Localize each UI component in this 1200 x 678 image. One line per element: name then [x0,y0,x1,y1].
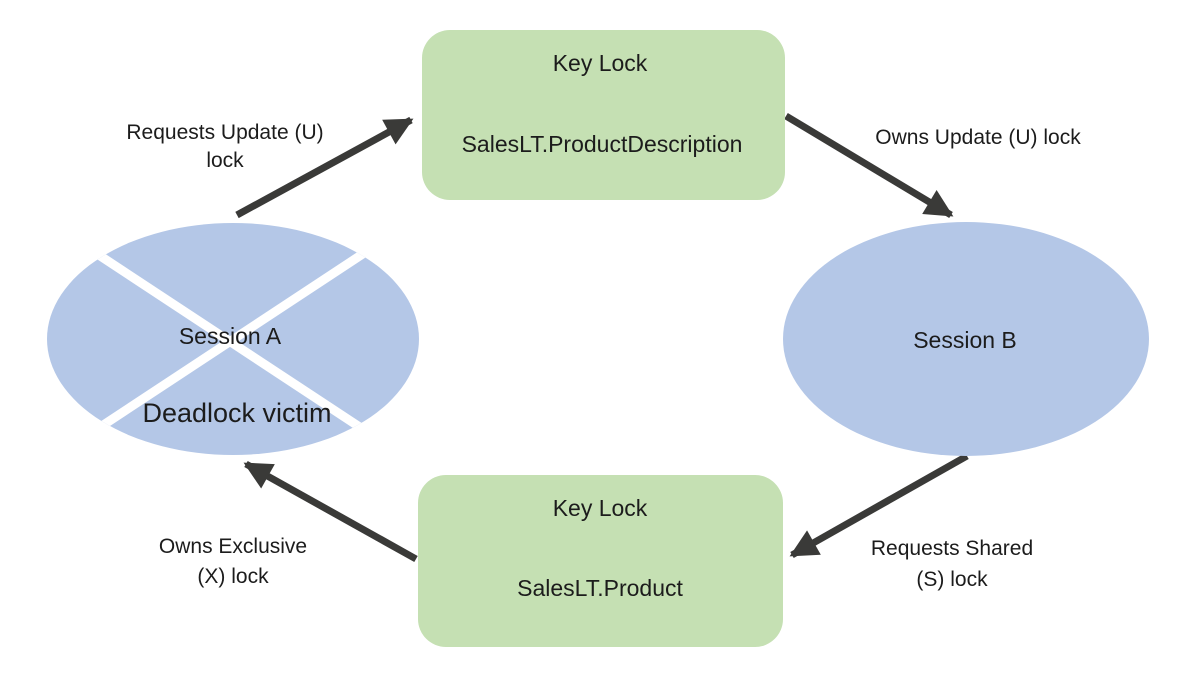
session-b-node: Session B [783,222,1149,456]
edge-lock-bottom-to-session-a: Owns Exclusive (X) lock [159,460,418,588]
arrow-lock-bottom-to-session-a [243,460,418,563]
arrow-session-a-to-lock-top [235,116,414,219]
cross-line-2 [67,228,399,451]
edge-label-requests-shared-line1: Requests Shared [871,537,1033,560]
lock-node-product: Key Lock SalesLT.Product [418,475,783,647]
deadlock-victim-label: Deadlock victim [142,398,331,428]
edge-label-requests-update-line1: Requests Update (U) [126,121,323,144]
lock-node-title: Key Lock [553,50,648,76]
arrow-session-b-to-lock-bottom [789,452,969,559]
lock-node-box [422,30,785,200]
lock-node-box [418,475,783,647]
edge-session-b-to-lock-bottom: Requests Shared (S) lock [789,452,1033,591]
edge-session-a-to-lock-top: Requests Update (U) lock [126,116,414,219]
lock-node-resource: SalesLT.ProductDescription [462,131,743,157]
edge-label-owns-exclusive-line1: Owns Exclusive [159,535,307,558]
edge-label-owns-exclusive-line2: (X) lock [197,565,269,588]
edge-lock-top-to-session-b: Owns Update (U) lock [784,112,1081,219]
session-a-label: Session A [179,323,282,349]
edge-label-requests-update-line2: lock [206,149,244,172]
edge-label-requests-shared-line2: (S) lock [916,568,988,591]
deadlock-victim-cross-icon [67,228,399,455]
lock-node-product-description: Key Lock SalesLT.ProductDescription [422,30,785,200]
arrow-lock-top-to-session-b [784,112,954,219]
lock-node-resource: SalesLT.Product [517,575,683,601]
edge-label-owns-update: Owns Update (U) lock [875,126,1081,149]
session-a-node: Session A Deadlock victim [47,223,419,455]
session-b-ellipse [783,222,1149,456]
lock-node-title: Key Lock [553,495,648,521]
session-b-label: Session B [913,327,1017,353]
